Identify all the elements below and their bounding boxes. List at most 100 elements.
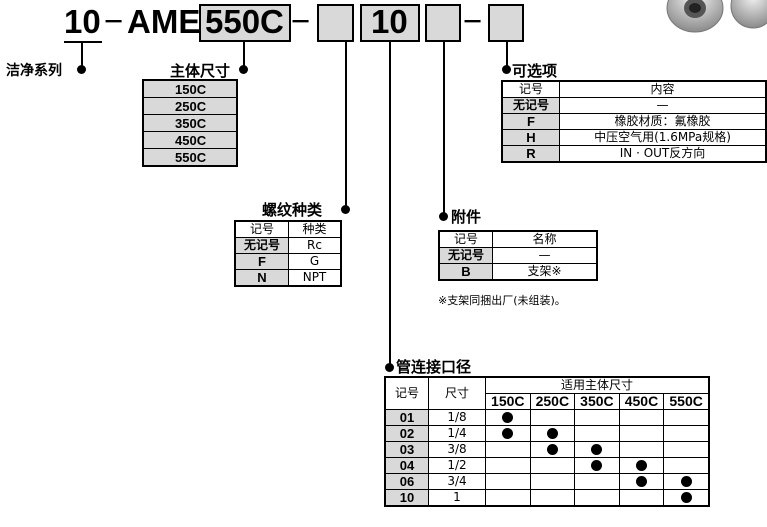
applicable-mark-icon [591,460,603,471]
port-applicable-cell [618,425,665,442]
table-row: F 橡胶材质：氟橡胶 [501,113,767,130]
port-applicable-cell [618,473,665,490]
options-table: 记号 内容 无记号 — F 橡胶材质：氟橡胶 H 中压空气用(1.6MPa规格)… [501,80,767,163]
connector-option [506,42,508,70]
model-series: AME [127,3,201,40]
options-content: 橡胶材质：氟橡胶 [559,113,767,130]
port-applicable-cell [663,441,710,458]
option-box [488,4,524,42]
connector-series [81,42,83,70]
model-dash-1: − [104,2,124,39]
options-code: H [501,129,560,146]
port-applicable-cell [529,473,576,490]
port-code: 04 [384,457,429,474]
options-content: IN · OUT反方向 [559,145,767,163]
accessory-header-name: 名称 [492,230,598,248]
thread-type: NPT [288,269,342,287]
thread-code: N [234,269,289,287]
port-code: 01 [384,409,429,426]
port-size-header: 250C [529,393,576,410]
applicable-mark-icon [502,412,514,423]
table-row: N NPT [234,269,342,287]
port-size-header: 150C [485,393,531,410]
connector-port-dot [385,363,394,372]
thread-table: 记号 种类 无记号 Rc F G N NPT [234,220,342,287]
options-content: 中压空气用(1.6MPa规格) [559,129,767,146]
connector-thread-dot [341,205,350,214]
body-size-item: 350C [142,114,238,132]
body-size-table: 150C 250C 350C 450C 550C [142,79,238,167]
options-title: 可选项 [512,62,558,80]
thread-code: 无记号 [234,237,289,254]
port-applicable-cell [485,441,531,458]
options-code: 无记号 [501,97,560,114]
port-applicable-cell [618,409,665,426]
port-applicable-cell [663,409,710,426]
port-code: 06 [384,473,429,490]
thread-type: G [288,253,342,270]
applicable-mark-icon [502,428,514,439]
port-applicable-cell [529,425,576,442]
product-photo [666,0,767,33]
connector-body [243,42,245,70]
table-row: H 中压空气用(1.6MPa规格) [501,129,767,146]
body-size-item: 150C [142,79,238,98]
table-row: 无记号 — [501,97,767,114]
port-header-code: 记号 [384,376,429,410]
connector-accessory-dot [439,212,448,221]
port-applicable-cell [618,457,665,474]
thread-code: F [234,253,289,270]
port-applicable-cell [618,489,665,507]
list-item: 350C [142,114,238,132]
port-size: 3/4 [428,473,486,490]
port-applicable-cell [574,425,620,442]
port-applicable-cell [574,489,620,507]
port-size-box [360,4,420,42]
list-item: 250C [142,97,238,115]
body-size-item: 450C [142,131,238,149]
thread-type-box [317,4,354,42]
options-content: — [559,97,767,114]
applicable-mark-icon [680,476,692,487]
connector-thread [345,42,347,210]
connector-option-dot [502,65,511,74]
body-size-box [199,4,291,42]
accessory-note: ※支架同捆出厂(未组装)。 [438,294,566,307]
accessory-title: 附件 [451,208,482,226]
port-size-header: 550C [663,393,710,410]
port-code: 03 [384,441,429,458]
accessory-box [425,4,461,42]
model-dash-3: − [463,2,483,39]
port-size: 1 [428,489,486,507]
port-size: 1/2 [428,457,486,474]
model-prefix: 10 [64,3,101,40]
thread-header-type: 种类 [288,220,342,238]
table-row: R IN · OUT反方向 [501,145,767,163]
port-applicable-cell [485,425,531,442]
body-size-item: 250C [142,97,238,115]
model-dash-2: − [291,2,311,39]
port-applicable-cell [663,425,710,442]
applicable-mark-icon [635,476,647,487]
port-header-group: 适用主体尺寸 [485,376,710,394]
series-label: 洁净系列 [6,63,62,79]
accessory-code: B [438,263,493,281]
applicable-mark-icon [546,428,558,439]
prefix-underline [64,41,102,43]
body-size-value: 550C [205,3,284,40]
accessory-table: 记号 名称 无记号 — B 支架※ [438,230,598,281]
list-item: 150C [142,79,238,98]
port-applicable-cell [529,409,576,426]
port-applicable-cell [574,457,620,474]
applicable-mark-icon [591,444,603,455]
accessory-code: 无记号 [438,247,493,264]
port-applicable-cell [663,473,710,490]
port-applicable-cell [574,441,620,458]
port-code: 02 [384,425,429,442]
applicable-mark-icon [635,460,647,471]
